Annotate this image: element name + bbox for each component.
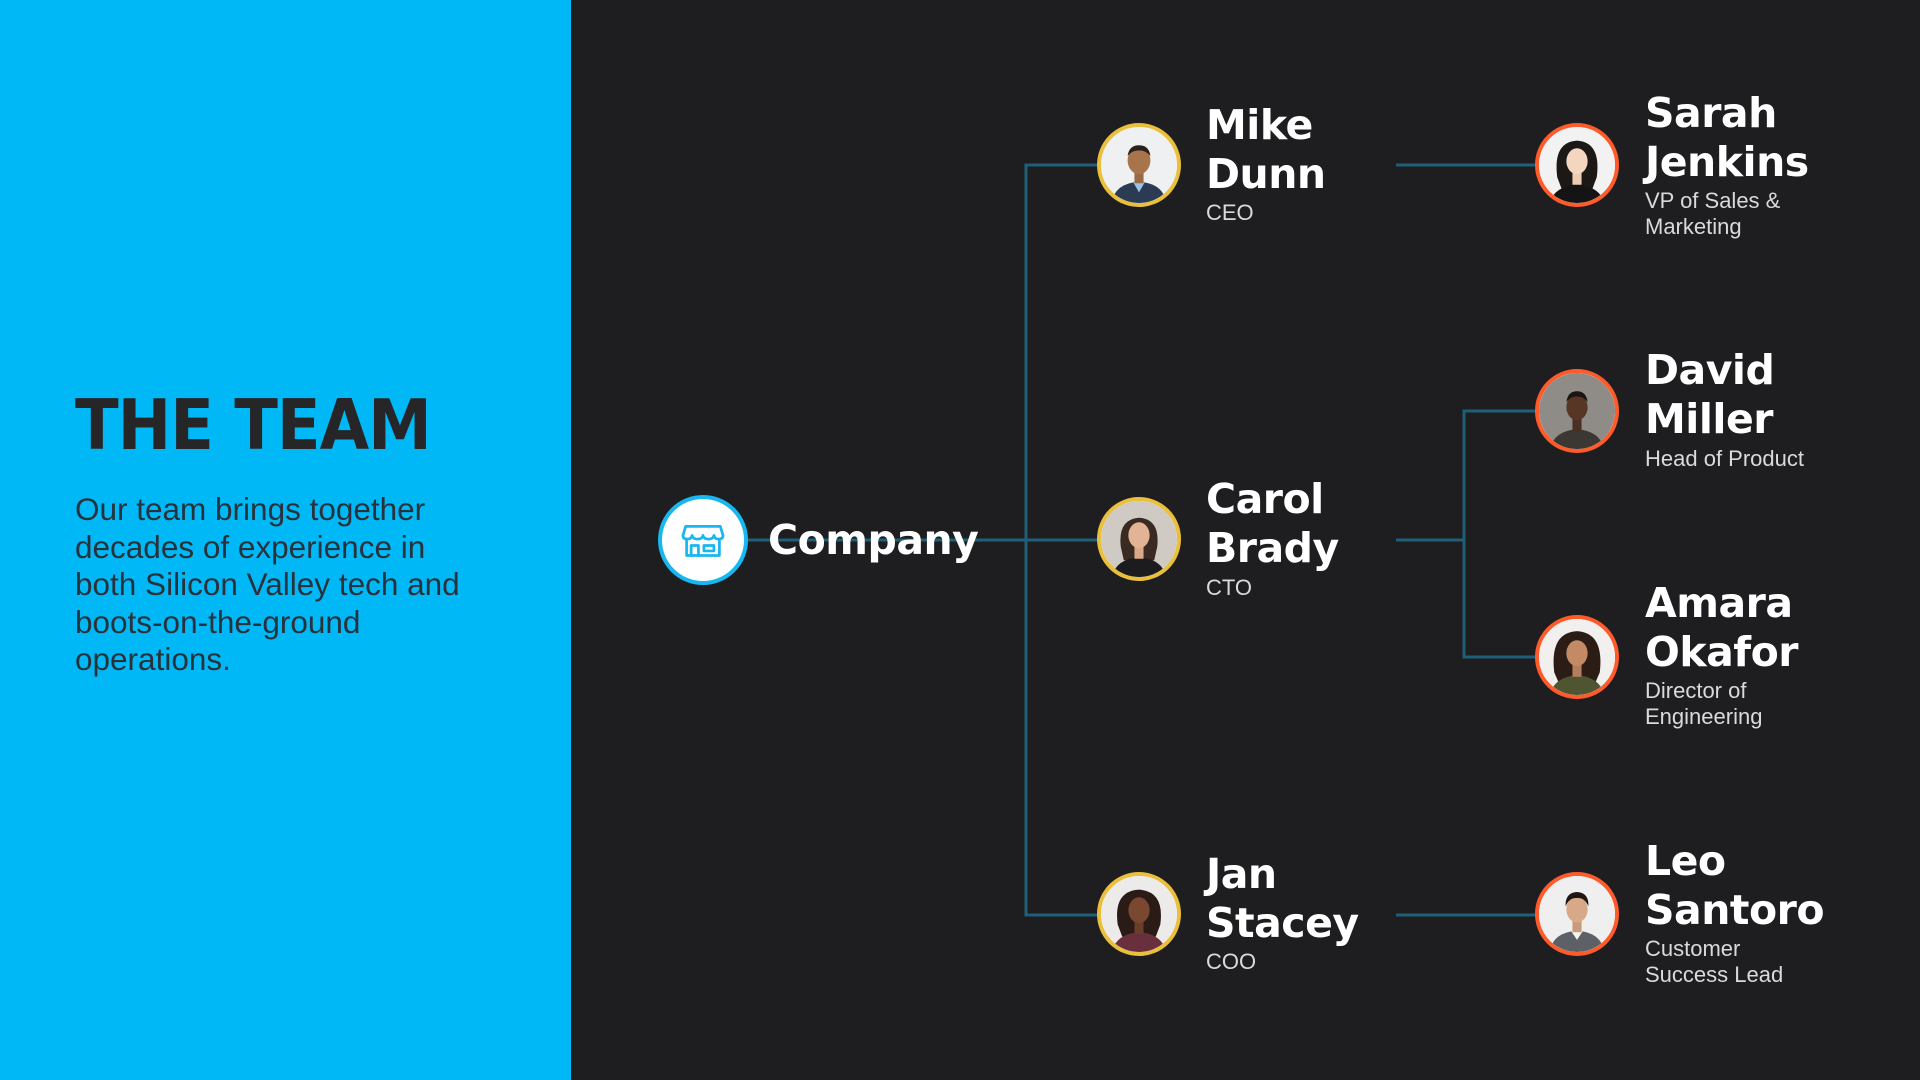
report-name-last: Jenkins xyxy=(1645,138,1809,186)
exec-name-last: Dunn xyxy=(1206,150,1326,198)
exec-role: CEO xyxy=(1206,200,1254,225)
report-name-first: Amara xyxy=(1645,579,1793,627)
slide-description: Our team brings together decades of expe… xyxy=(75,491,460,677)
report-name-first: David xyxy=(1645,346,1775,394)
report-name-last: Okafor xyxy=(1645,628,1799,676)
slide-title: THE TEAM xyxy=(75,386,432,467)
report-role-line1: Head of Product xyxy=(1645,446,1804,471)
exec-name-first: Carol xyxy=(1206,475,1324,523)
person-icon xyxy=(1101,501,1177,577)
report-role-line1: Customer xyxy=(1645,936,1741,961)
exec-role: COO xyxy=(1206,949,1257,974)
avatar-leo-santoro xyxy=(1535,872,1619,956)
avatar-amara-okafor xyxy=(1535,615,1619,699)
exec-name-last: Stacey xyxy=(1206,899,1359,947)
avatar-david-miller xyxy=(1535,369,1619,453)
report-name-first: Sarah xyxy=(1645,89,1777,137)
connector-cto-reports xyxy=(1462,409,1536,659)
person-icon xyxy=(1539,127,1615,203)
avatar-carol-brady xyxy=(1097,497,1181,581)
person-icon xyxy=(1539,619,1615,695)
exec-role: CTO xyxy=(1206,575,1253,600)
report-role-line2: Engineering xyxy=(1645,704,1763,729)
person-icon xyxy=(1539,876,1615,952)
connector-executive-spine xyxy=(1024,163,1098,917)
report-role-line2: Success Lead xyxy=(1645,962,1784,987)
avatar-sarah-jenkins xyxy=(1535,123,1619,207)
avatar-jan-stacey xyxy=(1097,872,1181,956)
person-icon xyxy=(1539,373,1615,449)
exec-name-first: Mike xyxy=(1206,101,1313,149)
report-role-line1: VP of Sales & xyxy=(1645,188,1781,213)
exec-name-last: Brady xyxy=(1206,524,1339,572)
person-icon xyxy=(1101,876,1177,952)
person-icon xyxy=(1101,127,1177,203)
storefront-icon xyxy=(681,524,725,557)
report-role-line1: Director of xyxy=(1645,678,1747,703)
report-name-first: Leo xyxy=(1645,837,1726,885)
exec-name-first: Jan xyxy=(1206,850,1277,898)
company-node xyxy=(658,495,748,585)
company-label: Company xyxy=(768,516,979,564)
report-role-line2: Marketing xyxy=(1645,214,1742,239)
intro-panel: THE TEAM Our team brings together decade… xyxy=(0,0,571,1080)
report-name-last: Santoro xyxy=(1645,886,1825,934)
report-name-last: Miller xyxy=(1645,395,1774,443)
avatar-mike-dunn xyxy=(1097,123,1181,207)
